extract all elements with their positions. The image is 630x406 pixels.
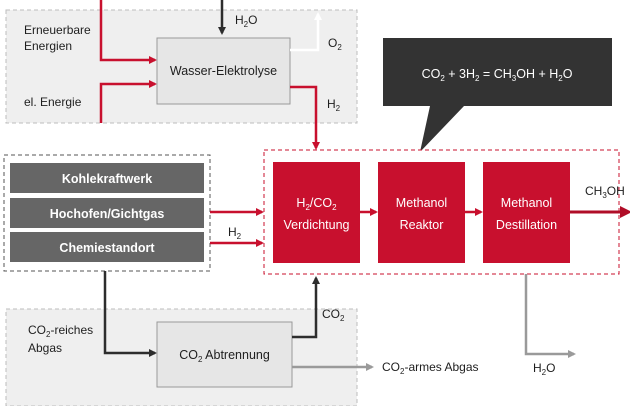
flue-gas-label-line2: Abgas (28, 341, 62, 355)
water-in-label: H2O (235, 13, 257, 29)
co2-separation-box (156, 321, 293, 388)
renewables-label-line1: Erneuerbare (24, 23, 91, 37)
process-step-compression-line2: Verdichtung (283, 218, 349, 232)
process-step-reactor-line2: Reaktor (400, 218, 444, 232)
process-step-distillation (483, 162, 570, 263)
flue-gas-label-line1: CO2-reiches (28, 323, 93, 339)
process-step-reactor (378, 162, 465, 263)
hydrogen-out-label: H2 (327, 97, 341, 113)
electrolysis-box (156, 37, 291, 105)
process-step-distillation-line2: Destillation (496, 218, 557, 232)
hydrogen-out-arrow (290, 85, 320, 150)
renewables-label-line2: Energien (24, 39, 72, 53)
methanol-product-label: CH3OH (585, 184, 625, 200)
electrolysis-label: Wasser-Elektrolyse (170, 64, 277, 78)
process-step-compression-line1: H2/CO2 (296, 196, 337, 212)
co2-to-process-arrow (292, 276, 320, 339)
oxygen-out-label: O2 (328, 36, 342, 52)
process-step-compression (273, 162, 360, 263)
reaction-equation: CO2 + 3H2 = CH3OH + H2O (422, 67, 573, 83)
process-step-reactor-line1: Methanol (396, 196, 447, 210)
source-coal-plant-label: Kohlekraftwerk (62, 172, 152, 186)
lean-gas-label: CO2-armes Abgas (382, 360, 479, 376)
flue-gas-to-separation-arrow (103, 271, 157, 357)
oxygen-out-arrow (290, 12, 322, 52)
source-blast-furnace-label: Hochofen/Gichtgas (50, 207, 165, 221)
water-out-arrow (524, 274, 576, 358)
source-blast-furnace (10, 198, 204, 228)
renewables-arrow (99, 0, 157, 64)
water-out-label: H2O (533, 361, 555, 377)
source-chemical-site (10, 232, 204, 262)
sources-hydrogen-label: H2 (228, 225, 242, 241)
electricity-arrow (99, 80, 157, 123)
equation-callout (383, 38, 612, 152)
co2-to-process-label: CO2 (322, 307, 345, 323)
co2-separation-label: CO2 Abtrennung (179, 348, 270, 364)
process-step-distillation-line1: Methanol (501, 196, 552, 210)
source-chemical-site-label: Chemiestandort (59, 241, 155, 255)
electricity-label: el. Energie (24, 95, 82, 109)
source-coal-plant (10, 163, 204, 193)
